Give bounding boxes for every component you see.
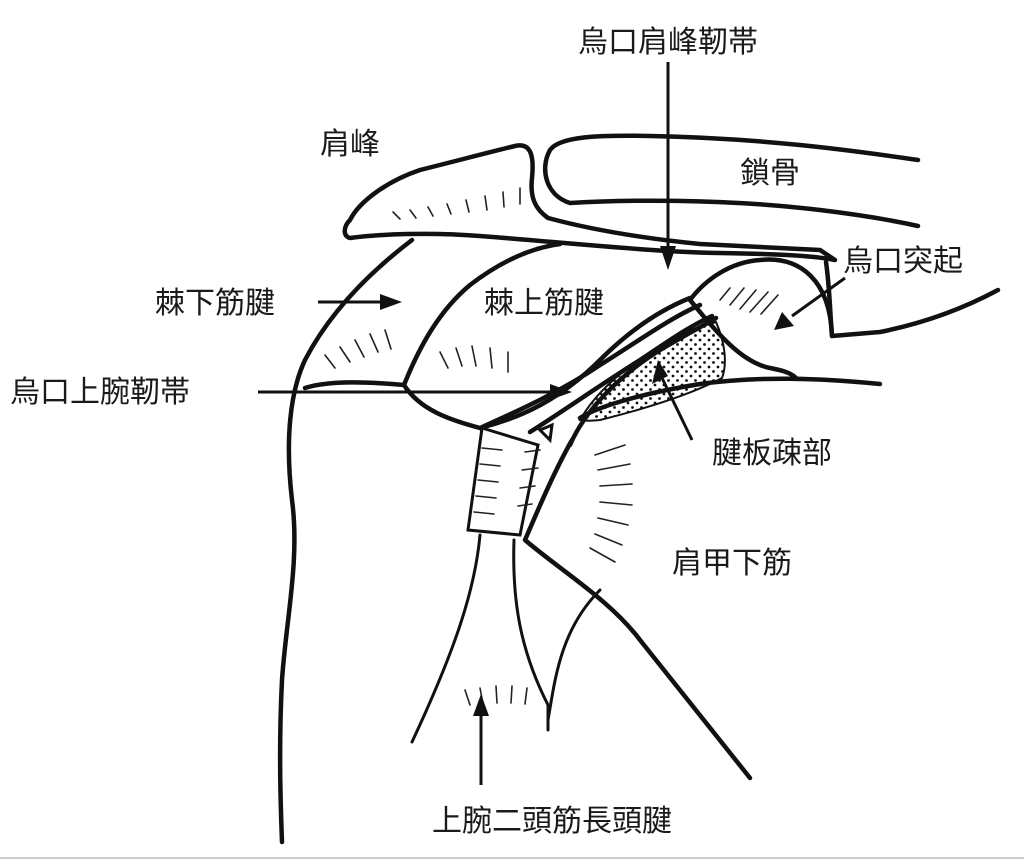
subscapularis-shape [522,437,753,781]
arrow-coracoid-process [774,276,846,330]
label-clavicle: 鎖骨 [740,156,800,191]
supraspinatus-tendon-shape [401,295,693,431]
biceps-tendon-upper-block [466,422,554,537]
label-coracoacromial-ligament: 烏口肩峰靭帯 [578,25,758,60]
arrow-rotator-interval [652,360,694,441]
arrow-biceps-tendon [473,694,489,785]
clavicle-shape [542,133,921,229]
humerus-outline [277,237,883,845]
label-rotator-interval: 腱板疎部 [712,436,832,471]
acromion-shape [342,143,838,263]
arrow-coracohumeral-ligament [258,384,572,400]
arrow-infraspinatus-tendon [318,294,402,310]
label-coracohumeral-ligament: 烏口上腕靭帯 [10,375,190,410]
label-subscapularis: 肩甲下筋 [672,546,792,581]
infraspinatus-tendon-shape [302,241,563,391]
rotator-interval-shape [567,315,726,448]
biceps-tendon-lower [410,533,602,744]
label-acromion: 肩峰 [320,127,380,162]
arrow-coracoacromial-ligament [660,62,676,270]
label-supraspinatus-tendon: 棘上筋腱 [484,286,604,321]
label-coracoid-process: 烏口突起 [843,244,963,279]
label-infraspinatus-tendon: 棘下筋腱 [155,286,275,321]
label-long-head-biceps-tendon: 上腕二頭筋長頭腱 [432,804,672,839]
